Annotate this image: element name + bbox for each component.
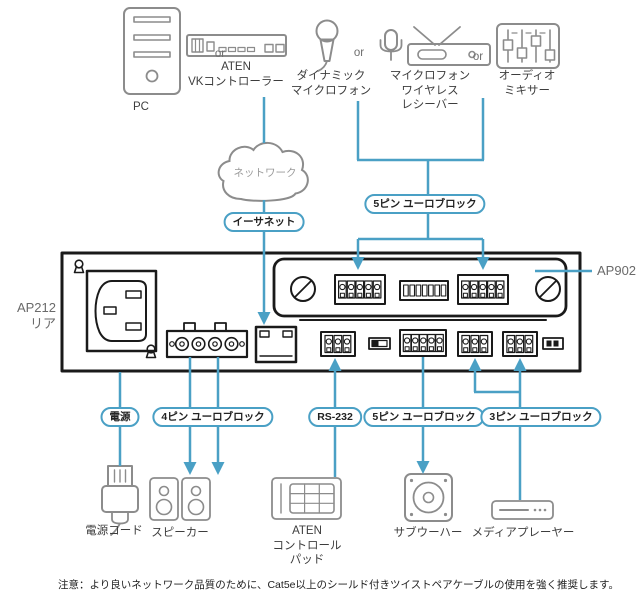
power-tag: 電源	[100, 407, 140, 427]
device-model: AP212	[16, 300, 56, 315]
euroblock-5pin-top-tag: 5ピン ユーロブロック	[364, 194, 486, 214]
or-label-2: or	[353, 47, 365, 59]
media-player-icon	[491, 500, 554, 520]
mount-hole-icon	[73, 259, 157, 359]
wireless-receiver-icon	[407, 26, 491, 66]
network-cloud-label: ネットワーク	[233, 167, 297, 179]
pc-tower-icon	[123, 7, 181, 95]
ethernet-tag: イーサネット	[223, 212, 305, 232]
wireless-receiver-label: マイクロフォン ワイヤレス レシーバー	[389, 70, 471, 111]
dynamic-mic-label: ダイナミック マイクロフォン	[290, 70, 372, 97]
audio-mixer-label: オーディオ ミキサー	[498, 70, 556, 97]
or-label-3: or	[472, 51, 484, 63]
mic-icon	[379, 29, 403, 61]
ac-inlet	[85, 269, 158, 353]
euroblock-3pin-tag: 3ピン ユーロブロック	[480, 407, 602, 427]
lan-port	[254, 325, 298, 364]
subwoofer-label: サブウーハー	[393, 527, 463, 539]
pc-label: PC	[133, 101, 149, 113]
panel-outline	[60, 251, 582, 373]
vk-controller-icon	[186, 34, 287, 57]
speakers-label: スピーカー	[151, 527, 209, 539]
rs232-euroblock-3pin	[320, 331, 356, 357]
speakers-icon	[149, 477, 211, 521]
or-label-1: or	[214, 48, 226, 60]
2pin-connector	[542, 337, 564, 350]
rs232-tag: RS-232	[308, 407, 362, 427]
footnote: 注意：より良いネットワーク品質のために、Cat5e以上のシールド付きツイストペア…	[58, 579, 619, 591]
subwoofer-icon	[404, 473, 453, 522]
euroblock-4pin-tag: 4ピン ユーロブロック	[152, 407, 274, 427]
ap902-module	[272, 257, 568, 321]
media-player-label: メディアプレーヤー	[471, 527, 575, 539]
slide-switch	[368, 337, 391, 350]
vk-controller-label: ATEN VKコントローラー	[188, 61, 284, 88]
subwoofer-euroblock-5pin	[399, 329, 447, 357]
ap902-callout-label: AP902	[597, 263, 637, 278]
audio-in-euroblock-3pin-b	[502, 331, 538, 357]
audio-mixer-icon	[496, 23, 560, 69]
network-cloud-icon	[217, 141, 309, 202]
control-pad-label: ATEN コントロール パッド	[272, 525, 342, 566]
dynamic-mic-icon	[315, 19, 339, 72]
control-pad-icon	[271, 477, 342, 520]
power-cord-label: 電源コード	[85, 525, 143, 537]
speaker-euroblock-4pin	[165, 322, 249, 359]
euroblock-5pin-bottom-tag: 5ピン ユーロブロック	[363, 407, 485, 427]
device-view: リア	[29, 315, 56, 331]
audio-in-euroblock-3pin-a	[457, 331, 493, 357]
